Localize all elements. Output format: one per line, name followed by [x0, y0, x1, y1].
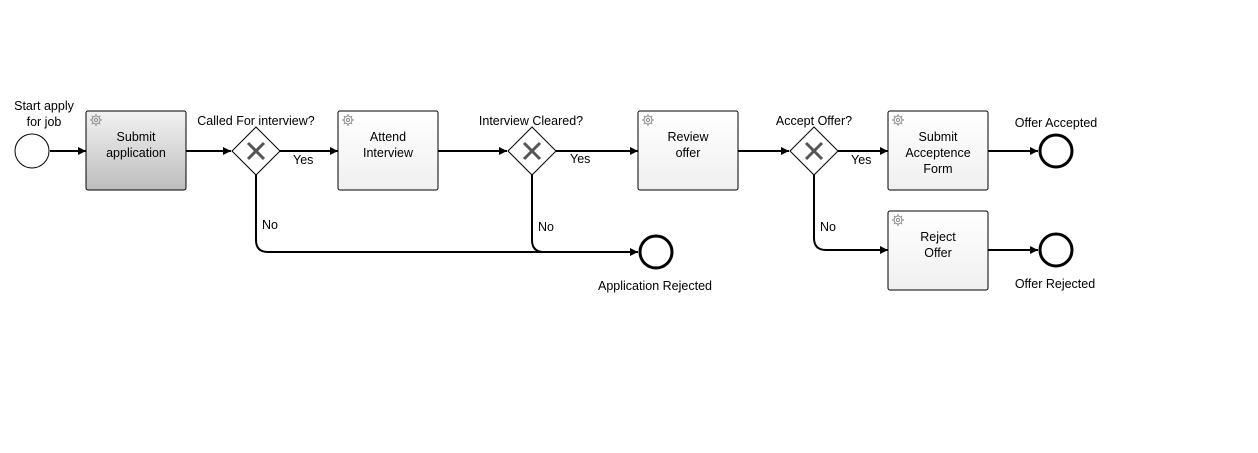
end-event-application-rejected[interactable] [638, 234, 674, 270]
yes-label: Yes [293, 153, 313, 167]
task-label: Submit [117, 130, 156, 144]
task-attend-interview[interactable]: Attend Interview [337, 110, 439, 191]
flow-gateway1-no [255, 175, 638, 256]
task-label: Acceptence [905, 146, 970, 160]
no-label: No [538, 220, 554, 234]
task-review-offer[interactable]: Review offer [637, 110, 739, 191]
task-label: Offer [924, 246, 952, 260]
task-label: Interview [363, 146, 414, 160]
task-submit-application[interactable]: Submit application [85, 110, 187, 191]
end-event-label: Offer Accepted [1015, 116, 1098, 130]
yes-label: Yes [851, 153, 871, 167]
start-event-label: Start apply [14, 99, 75, 113]
end-event-label: Offer Rejected [1015, 277, 1095, 291]
task-label: Reject [920, 230, 956, 244]
gateway-interview-cleared[interactable] [507, 126, 557, 176]
flow-gateway3-no [813, 175, 888, 254]
gateway-question-label: Called For interview? [197, 114, 314, 128]
task-reject-offer[interactable]: Reject Offer [887, 210, 989, 291]
end-event-offer-accepted[interactable] [1038, 133, 1074, 169]
no-label: No [820, 220, 836, 234]
task-submit-acceptence-form[interactable]: Submit Acceptence Form [887, 110, 989, 191]
task-label: Form [923, 162, 952, 176]
start-event[interactable] [14, 133, 50, 169]
task-label: Submit [919, 130, 958, 144]
exclusive-x-icon [522, 141, 542, 161]
task-label: Review [668, 130, 710, 144]
end-event-label: Application Rejected [598, 279, 712, 293]
exclusive-x-icon [804, 141, 824, 161]
gateway-called-for-interview[interactable] [231, 126, 281, 176]
gateway-accept-offer[interactable] [789, 126, 839, 176]
no-label: No [262, 218, 278, 232]
exclusive-x-icon [246, 141, 266, 161]
start-event-label: for job [27, 115, 62, 129]
gateway-question-label: Accept Offer? [776, 114, 852, 128]
gateway-question-label: Interview Cleared? [479, 114, 583, 128]
flow-gateway2-no [531, 175, 545, 253]
task-label: offer [676, 146, 701, 160]
end-event-offer-rejected[interactable] [1038, 232, 1074, 268]
task-label: Attend [370, 130, 406, 144]
yes-label: Yes [570, 152, 590, 166]
task-label: application [106, 146, 166, 160]
